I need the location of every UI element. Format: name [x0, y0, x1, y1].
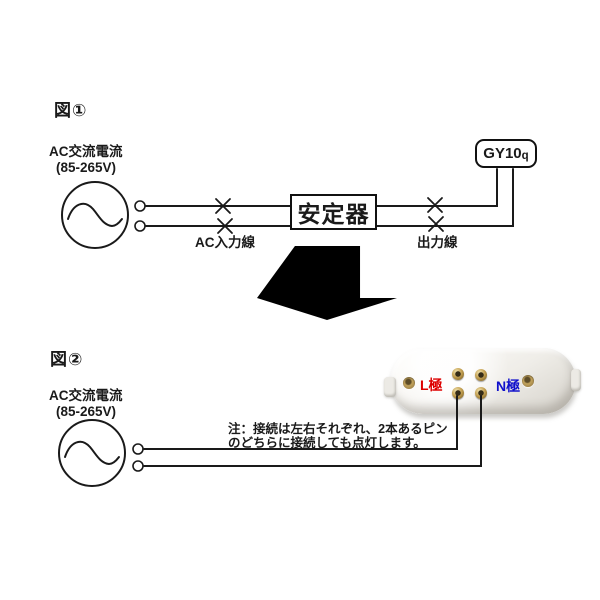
ballast-box: 安定器	[290, 194, 377, 230]
ac-source-symbol-fig1	[61, 181, 129, 249]
ac-source-symbol-fig2	[58, 419, 126, 487]
figure1-label: 図①	[54, 101, 88, 120]
input-wires	[145, 205, 291, 227]
n-pole-label: N極	[496, 378, 521, 394]
screw-hole-right	[522, 375, 534, 387]
down-arrow-icon	[257, 246, 397, 320]
sine-wave-icon-fig1	[67, 202, 123, 228]
ballast-label: 安定器	[297, 201, 370, 227]
terminal-fig1-lower	[134, 220, 146, 232]
output-wires	[376, 168, 514, 227]
socket-right-tab	[571, 369, 581, 391]
screw-hole-left	[403, 377, 415, 389]
socket-pin-top-left	[452, 368, 464, 380]
socket-pin-bottom-right	[475, 387, 487, 399]
figure2-ac-source-voltage: (85-265V)	[56, 404, 117, 419]
sine-wave-icon-fig2	[64, 440, 120, 466]
note-line-2: のどちらに接続しても点灯します。	[228, 436, 426, 450]
socket-left-tab	[384, 377, 396, 397]
connector-label-sub: q	[521, 149, 529, 162]
cut-mark-icon-input-lower	[217, 218, 233, 234]
figure2-label: 図②	[50, 350, 84, 369]
cut-mark-icon-output-lower	[428, 216, 444, 232]
figure1-ac-source-voltage: (85-265V)	[56, 160, 117, 175]
terminal-fig2-upper	[132, 443, 144, 455]
lamp-socket-photo	[384, 348, 581, 414]
figure1-output-line-label: 出力線	[417, 235, 458, 250]
figure1-input-line-label: AC入力線	[195, 235, 255, 250]
figure2-ac-source-label: AC交流電流	[49, 388, 123, 403]
socket-pin-bottom-left	[452, 387, 464, 399]
connector-label: GY10	[483, 145, 522, 162]
socket-pin-top-right	[475, 369, 487, 381]
terminal-fig2-lower	[132, 460, 144, 472]
cut-mark-icon-input-upper	[215, 198, 231, 214]
terminal-fig1-upper	[134, 200, 146, 212]
cut-mark-icon-output-upper	[427, 197, 443, 213]
l-pole-label: L極	[420, 377, 443, 393]
figure1-ac-source-label: AC交流電流	[49, 144, 123, 159]
